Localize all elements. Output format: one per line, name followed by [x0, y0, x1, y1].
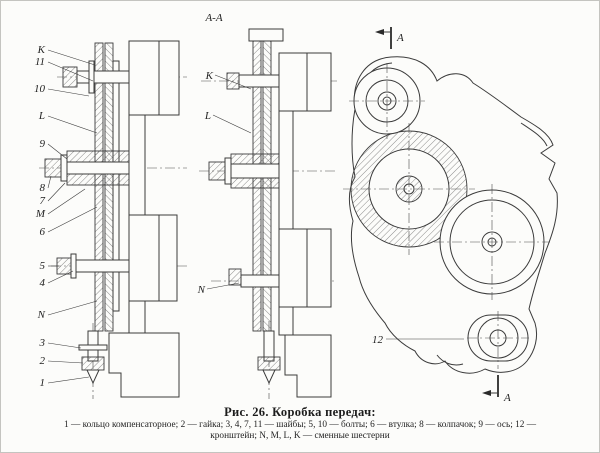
- section-marks: A A: [375, 27, 511, 404]
- part-label: 8: [40, 182, 46, 194]
- part-label: N: [37, 309, 46, 321]
- part-label: N: [197, 284, 206, 296]
- caption-title: Рис. 26. Коробка передач:: [224, 405, 376, 419]
- section-mark-label-bottom: A: [503, 392, 511, 404]
- part-label: 6: [40, 226, 46, 238]
- part-label: 10: [34, 83, 46, 95]
- part-label: L: [204, 110, 211, 122]
- figure-canvas: K 11 10 L 9 8 7 M 6 5 4 N 3 2 1: [34, 12, 558, 404]
- caption-legend-line1: 1 — кольцо компенсаторное; 2 — гайка; 3,…: [63, 420, 537, 430]
- section-mark-label-top: A: [396, 32, 404, 44]
- bracket-label-group: 12: [372, 334, 464, 346]
- part-label: 5: [40, 260, 46, 272]
- part-label: 11: [35, 56, 45, 68]
- part-label: K: [37, 44, 46, 56]
- figure-caption: Рис. 26. Коробка передач: 1 — кольцо ком…: [1, 405, 599, 442]
- left-section-view: [39, 40, 187, 399]
- caption-legend-line2: кронштейн; N, M, L, K — сменные шестерни: [210, 431, 390, 441]
- middle-labels: A-A K L N: [197, 12, 252, 296]
- part-label: K: [205, 70, 214, 82]
- part-label: M: [35, 208, 46, 220]
- part-label: 4: [40, 277, 46, 289]
- part-label: 1: [40, 377, 46, 389]
- part-label-12: 12: [372, 334, 384, 346]
- part-label: 7: [40, 195, 46, 207]
- part-label: 2: [40, 355, 46, 367]
- left-labels: K 11 10 L 9 8 7 M 6 5 4 N 3 2 1: [34, 44, 98, 389]
- part-label: 9: [40, 138, 46, 150]
- part-label: 3: [39, 337, 46, 349]
- section-title: A-A: [204, 12, 222, 24]
- middle-section-view: [199, 28, 337, 399]
- right-side-view: [343, 56, 558, 374]
- part-label: L: [38, 110, 45, 122]
